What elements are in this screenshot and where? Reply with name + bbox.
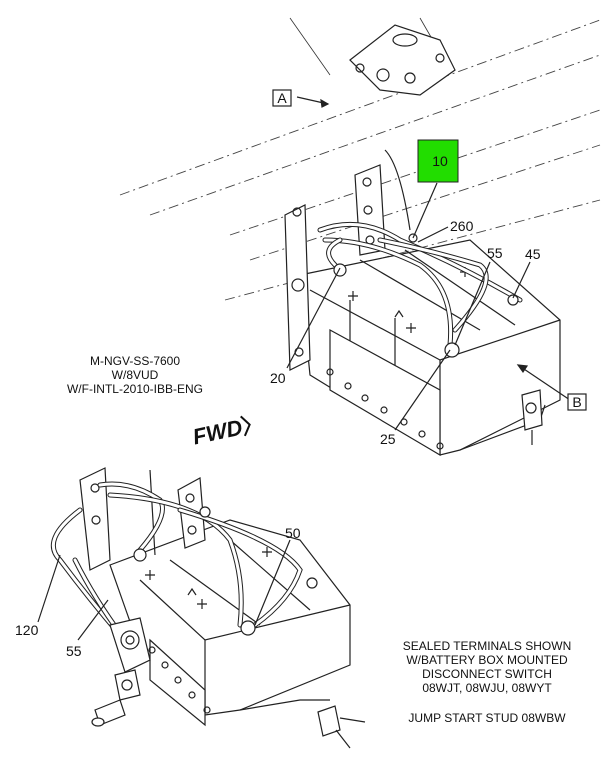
model-note-line2: W/8VUD — [112, 368, 159, 382]
callout-25: 25 — [380, 431, 396, 447]
callout-55-bottom: 55 — [66, 643, 82, 659]
callout-10: 10 — [432, 153, 448, 169]
callout-45: 45 — [525, 246, 541, 262]
view-a-label: A — [277, 90, 287, 106]
view-a-box — [272, 89, 292, 107]
top-cables — [317, 221, 523, 358]
callout-20: 20 — [270, 370, 286, 386]
battery-box-top — [299, 239, 561, 457]
callout-260: 260 — [450, 218, 474, 234]
sealed-note-line2: W/BATTERY BOX MOUNTED — [406, 653, 568, 667]
battery-box-bottom — [109, 519, 351, 727]
leaders-bottom — [37, 539, 291, 641]
callout-50: 50 — [285, 525, 301, 541]
disconnect-switch-bottom — [91, 617, 151, 727]
disconnect-switch-top — [521, 389, 543, 445]
sealed-note-line1: SEALED TERMINALS SHOWN — [403, 639, 571, 653]
model-note-line1: M-NGV-SS-7600 — [90, 354, 180, 368]
view-b-box — [567, 393, 587, 411]
view-b-label: B — [572, 394, 581, 410]
jump-start-stud — [317, 705, 366, 749]
leaders-top — [286, 96, 571, 431]
callout-120: 120 — [15, 622, 39, 638]
fwd-label: FWD — [190, 415, 244, 450]
fwd-indicator: FWD — [190, 415, 251, 450]
jump-start-note: JUMP START STUD 08WBW — [408, 711, 566, 725]
model-note-line3: W/F-INTL-2010-IBB-ENG — [67, 382, 203, 396]
sealed-note-line4: 08WJT, 08WJU, 08WYT — [422, 681, 552, 695]
sealed-note-line3: DISCONNECT SWITCH — [422, 667, 552, 681]
highlight-callout-box — [417, 139, 459, 183]
fwd-arrow-icon — [240, 415, 251, 437]
upper-bracket — [349, 24, 456, 96]
callout-55-top: 55 — [487, 245, 503, 261]
